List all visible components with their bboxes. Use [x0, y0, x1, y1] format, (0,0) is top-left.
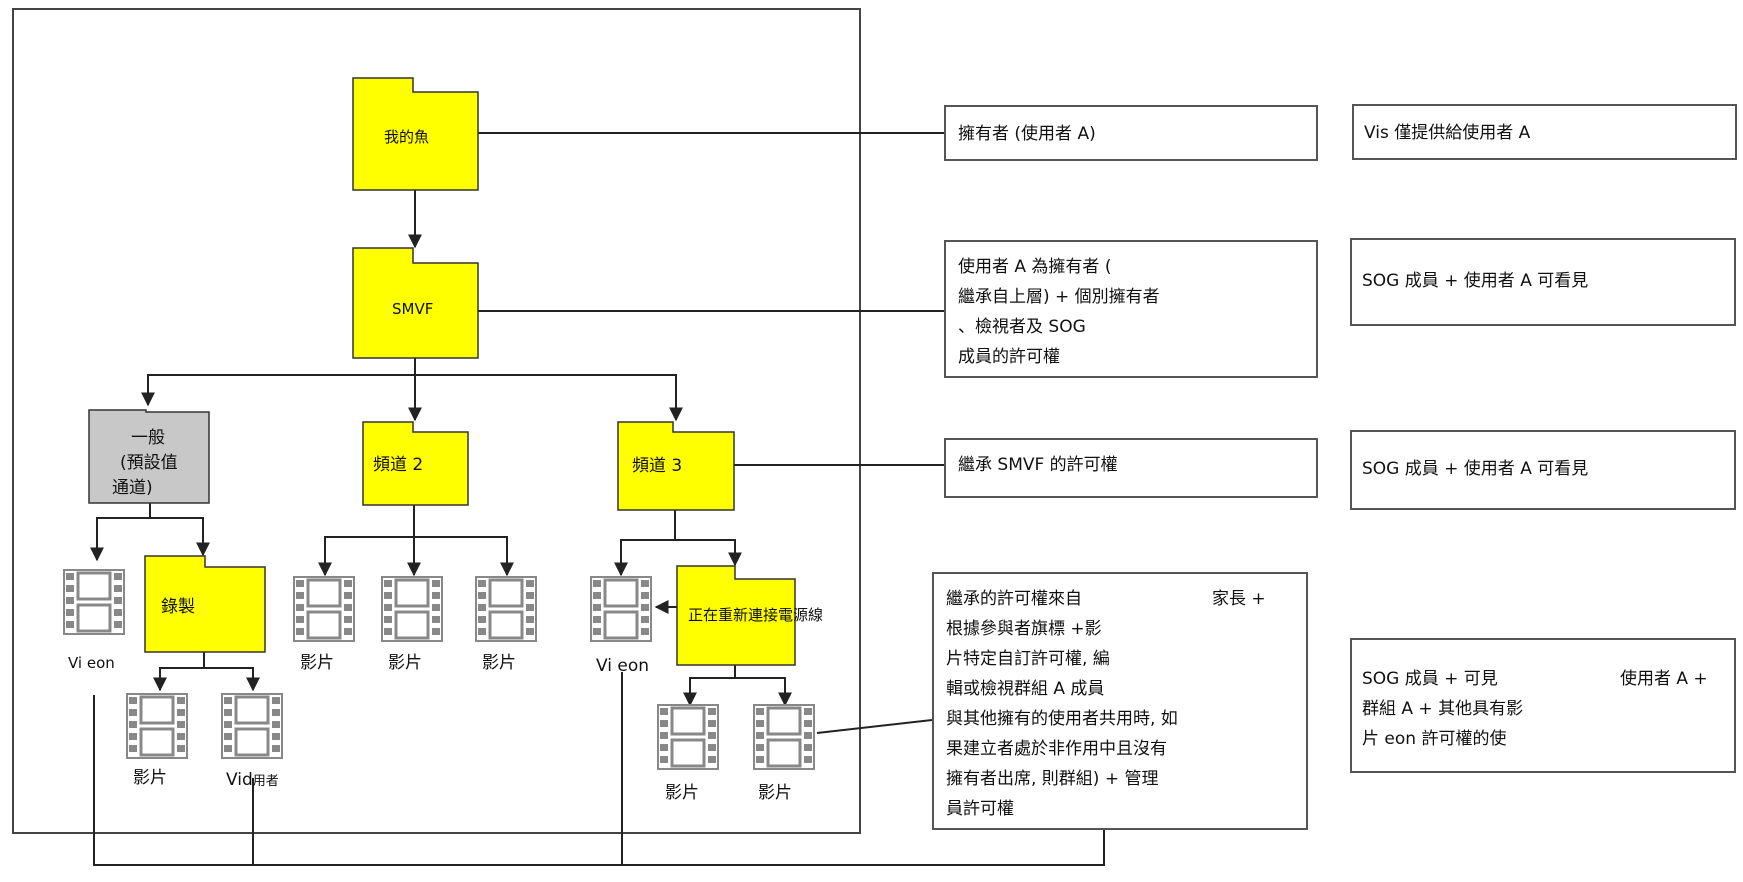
visibility-line-1b: 使用者 A + — [1620, 669, 1708, 689]
video-perm-line-3: 片特定自訂許可權, 編 — [946, 649, 1110, 669]
smvf-perm-line-4: 成員的許可權 — [958, 347, 1060, 367]
video-perm-line-1: 繼承的許可權來自 — [946, 589, 1082, 609]
video-icon — [752, 703, 816, 771]
rec-video1-label: 影片 — [133, 768, 167, 788]
video-icon — [589, 575, 653, 643]
ch2-video3-label: 影片 — [482, 653, 516, 673]
video-perm-line-6: 果建立者處於非作用中且沒有 — [946, 739, 1167, 759]
video-icon — [474, 575, 538, 643]
ch2-video2-label: 影片 — [388, 653, 422, 673]
rec-video2-label: Vid用者 — [226, 770, 279, 790]
root-folder — [352, 77, 479, 191]
general-channel-label-1: 一般 — [131, 428, 165, 448]
general-channel-label-3: 通道) — [112, 478, 153, 498]
reconnect-folder-label: 正在重新連接電源線 — [688, 606, 824, 624]
general-channel-folder — [88, 409, 210, 504]
rc-video1-label: 影片 — [665, 783, 699, 803]
video-icon — [292, 575, 356, 643]
visibility-text-1: Vis 僅提供給使用者 A — [1364, 123, 1531, 143]
smvf-perm-line-3: 、檢視者及 SOG — [958, 317, 1086, 337]
visibility-text-3: SOG 成員 + 使用者 A 可看見 — [1362, 459, 1589, 479]
video-icon — [380, 575, 444, 643]
smvf-perm-line-1: 使用者 A 為擁有者 ( — [958, 257, 1112, 277]
visibility-box-2: SOG 成員 + 使用者 A 可看見 — [1350, 238, 1736, 326]
video-perm-line-5: 與其他擁有的使用者共用時, 如 — [946, 709, 1178, 729]
diagram-container — [12, 8, 861, 834]
ch3-video-label: Vi eon — [596, 656, 650, 676]
visibility-line-3: 片 eon 許可權的使 — [1362, 729, 1507, 749]
channel3-folder — [617, 421, 735, 511]
smvf-folder-label: SMVF — [392, 300, 434, 318]
inherit-smvf-text: 繼承 SMVF 的許可權 — [958, 455, 1118, 475]
video-permissions-box: 繼承的許可權來自 家長 + 根據參與者旗標 +影 片特定自訂許可權, 編 輯或檢… — [932, 572, 1308, 830]
owner-box: 擁有者 (使用者 A) — [944, 105, 1318, 161]
video-perm-line-8: 員許可權 — [946, 799, 1014, 819]
video-icon — [656, 703, 720, 771]
general-channel-label-2: (預設值 — [120, 453, 178, 473]
visibility-box-1: Vis 僅提供給使用者 A — [1352, 104, 1737, 160]
video-icon — [220, 692, 284, 760]
channel3-label: 頻道 3 — [632, 456, 683, 476]
video-icon — [125, 692, 189, 760]
smvf-permissions-box: 使用者 A 為擁有者 ( 繼承自上層) + 個別擁有者 、檢視者及 SOG 成員… — [944, 240, 1318, 378]
channel2-label: 頻道 2 — [373, 455, 424, 475]
smvf-folder — [352, 247, 479, 359]
channel2-folder — [362, 421, 469, 506]
visibility-box-4: SOG 成員 + 可見 使用者 A + 群組 A + 其他具有影 片 eon 許… — [1350, 638, 1736, 773]
smvf-perm-line-2: 繼承自上層) + 個別擁有者 — [958, 287, 1160, 307]
rc-video2-label: 影片 — [758, 783, 792, 803]
recording-folder-label: 錄製 — [161, 597, 195, 617]
inherit-smvf-box: 繼承 SMVF 的許可權 — [944, 438, 1318, 498]
visibility-box-3: SOG 成員 + 使用者 A 可看見 — [1350, 430, 1736, 510]
reconnect-folder — [676, 565, 796, 666]
recording-folder — [144, 555, 266, 653]
owner-text: 擁有者 (使用者 A) — [958, 124, 1096, 144]
visibility-line-2: 群組 A + 其他具有影 — [1362, 699, 1524, 719]
video-perm-line-4: 輯或檢視群組 A 成員 — [946, 679, 1105, 699]
video-perm-line-1b: 家長 + — [1212, 589, 1266, 609]
general-video-label: Vi eon — [68, 654, 115, 672]
root-folder-label: 我的魚 — [384, 128, 430, 146]
video-icon — [62, 568, 126, 636]
visibility-text-2: SOG 成員 + 使用者 A 可看見 — [1362, 271, 1589, 291]
video-perm-line-7: 擁有者出席, 則群組) + 管理 — [946, 769, 1159, 789]
ch2-video1-label: 影片 — [300, 653, 334, 673]
video-perm-line-2: 根據參與者旗標 +影 — [946, 619, 1102, 639]
visibility-line-1: SOG 成員 + 可見 — [1362, 669, 1498, 689]
